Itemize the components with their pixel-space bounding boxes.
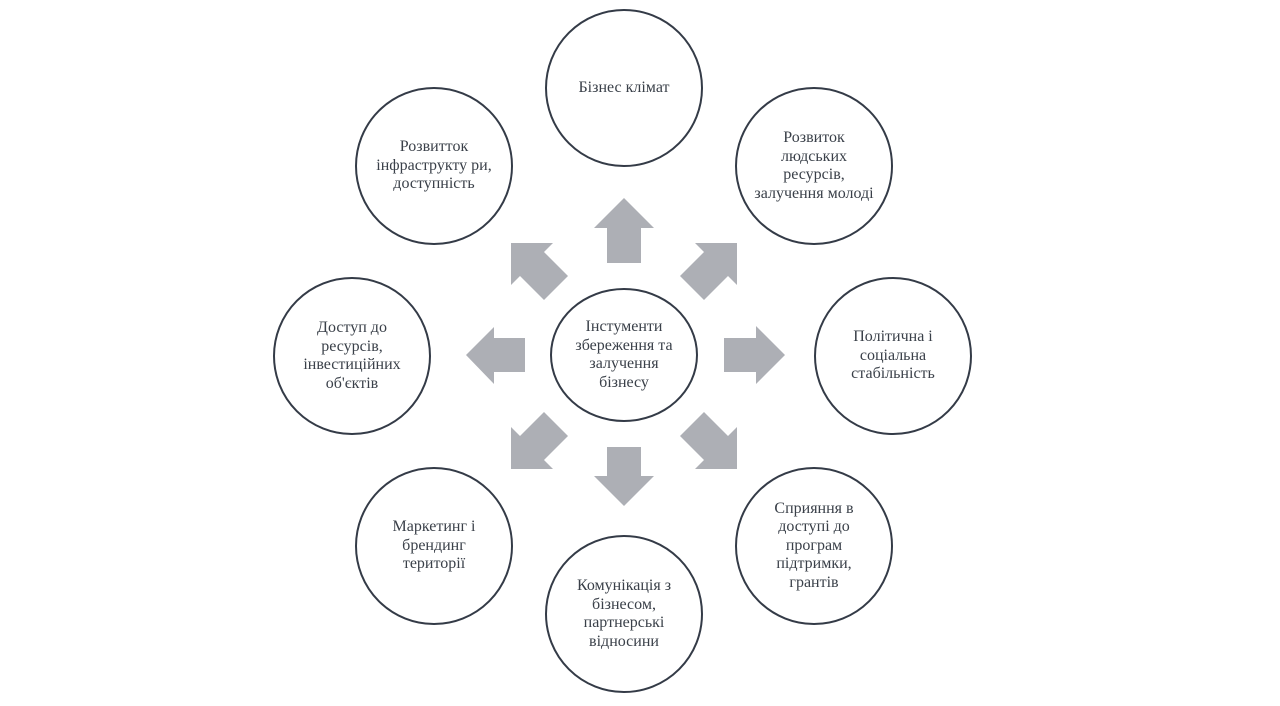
arrow-right-icon [724, 326, 785, 384]
node-territory-marketing: Маркетинг і брендинг території [355, 467, 513, 625]
arrow-right-icon [724, 326, 785, 384]
node-resource-access: Доступ до ресурсів, інвестиційних об'єкт… [273, 277, 431, 435]
center-node: Інстументи збереження та залучення бізне… [550, 288, 698, 422]
node-label: Політична і соціальна стабільність [851, 328, 935, 383]
node-label: Сприяння в доступі до програм підтримки,… [774, 499, 854, 591]
node-label: Комунікація з бізнесом, партнерські відн… [576, 577, 672, 650]
node-political-stability: Політична і соціальна стабільність [814, 277, 972, 435]
node-label: Розвитток інфраструкту ри, доступність [376, 138, 492, 193]
arrow-down-left-icon [511, 412, 568, 469]
arrow-down-right-icon [680, 412, 737, 469]
node-label: Доступ до ресурсів, інвестиційних об'єкт… [303, 319, 401, 392]
arrow-down-left-icon [511, 412, 568, 469]
node-label: Бізнес клімат [578, 78, 670, 96]
node-business-communication: Комунікація з бізнесом, партнерські відн… [545, 535, 703, 693]
arrow-up-right-icon [680, 243, 737, 300]
arrow-left-icon [466, 327, 525, 384]
node-support-programs: Сприяння в доступі до програм підтримки,… [735, 467, 893, 625]
node-business-climate: Бізнес клімат [545, 9, 703, 167]
node-infrastructure: Розвитток інфраструкту ри, доступність [355, 87, 513, 245]
arrow-up-right-icon [680, 243, 737, 300]
arrow-down-icon [594, 447, 654, 506]
arrow-up-icon [594, 198, 654, 263]
arrow-up-left-icon [511, 243, 568, 300]
node-human-resources: Розвиток людських ресурсів, залучення мо… [735, 87, 893, 245]
arrow-up-icon [594, 198, 654, 263]
node-label: Розвиток людських ресурсів, залучення мо… [754, 129, 874, 202]
arrow-down-icon [594, 447, 654, 506]
center-node-label: Інстументи збереження та залучення бізне… [575, 318, 673, 391]
arrow-down-right-icon [680, 412, 737, 469]
arrow-left-icon [466, 327, 525, 384]
node-label: Маркетинг і брендинг території [392, 518, 476, 573]
arrow-up-left-icon [511, 243, 568, 300]
